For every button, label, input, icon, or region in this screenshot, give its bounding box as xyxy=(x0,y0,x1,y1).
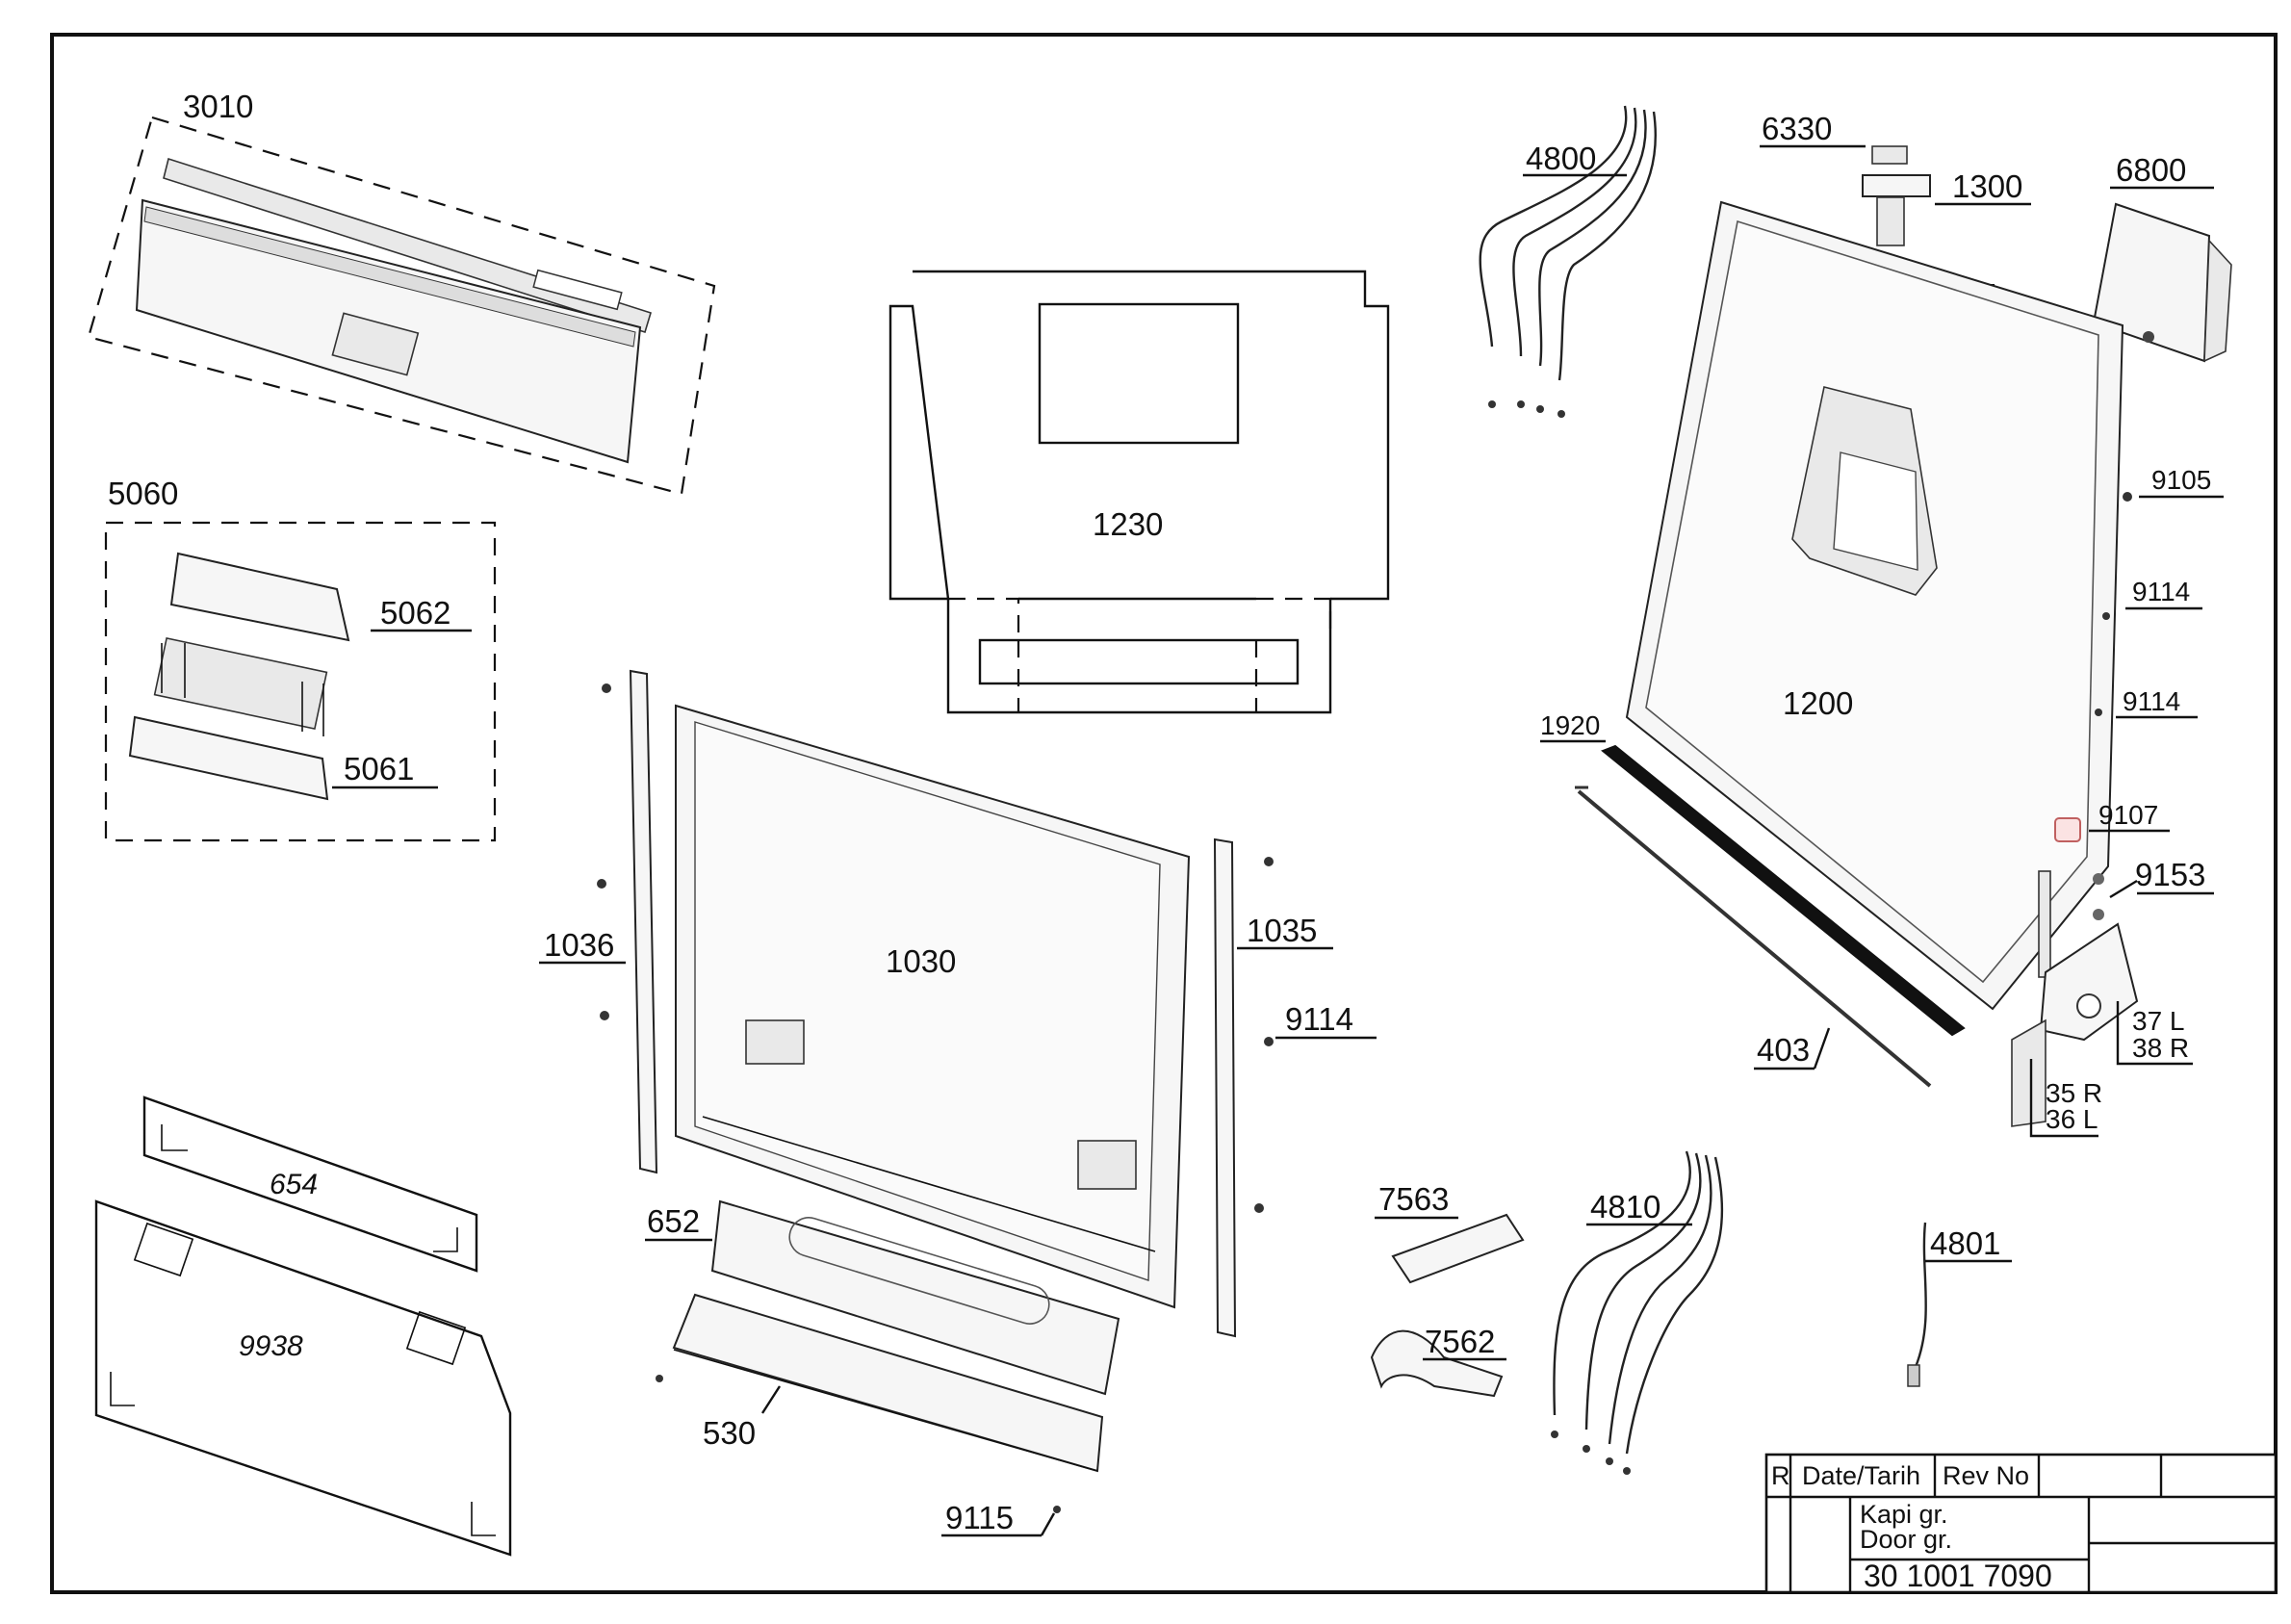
label-1300: 1300 xyxy=(1952,168,2022,204)
part-1036-left-strip xyxy=(597,669,658,1174)
label-9938: 9938 xyxy=(239,1330,303,1362)
part-hinge-assembly xyxy=(2011,870,2139,1127)
label-6330: 6330 xyxy=(1762,111,1832,146)
part-4801-wire xyxy=(1907,1222,1927,1387)
label-1230: 1230 xyxy=(1093,506,1163,542)
title-col-rev: Rev No xyxy=(1943,1461,2029,1490)
label-3010: 3010 xyxy=(183,89,253,124)
label-4810: 4810 xyxy=(1590,1189,1660,1224)
label-35r: 35 R xyxy=(2046,1078,2102,1108)
title-col-r: R xyxy=(1771,1461,1790,1490)
label-38r: 38 R xyxy=(2132,1033,2189,1063)
title-name-tr: Kapi gr. xyxy=(1860,1500,1948,1529)
part-5060-group xyxy=(104,521,497,842)
label-5062: 5062 xyxy=(380,595,450,631)
part-1920-gasket xyxy=(1601,744,1966,1037)
label-7562: 7562 xyxy=(1425,1324,1495,1359)
label-5061: 5061 xyxy=(344,751,414,786)
title-block xyxy=(1764,1453,2278,1594)
title-name-en: Door gr. xyxy=(1860,1525,1952,1554)
part-1300-lock xyxy=(1862,174,1931,246)
label-9114-b: 9114 xyxy=(2132,577,2190,606)
part-4800-wiring xyxy=(1479,105,1657,418)
part-7563-bracket xyxy=(1391,1213,1525,1284)
label-5060: 5060 xyxy=(108,476,178,511)
part-1030-inner-door xyxy=(675,704,1191,1309)
part-7562-clip xyxy=(1370,1329,1504,1398)
label-1920: 1920 xyxy=(1540,710,1600,740)
title-col-date: Date/Tarih xyxy=(1802,1461,1920,1490)
label-654: 654 xyxy=(270,1169,318,1200)
part-1200-outer-door xyxy=(1625,200,2124,1011)
part-6330-switch xyxy=(1871,145,1908,165)
label-1035: 1035 xyxy=(1247,913,1317,948)
label-1036: 1036 xyxy=(544,927,614,963)
label-530: 530 xyxy=(703,1415,756,1451)
label-4800: 4800 xyxy=(1526,141,1596,176)
label-9114-a: 9114 xyxy=(1285,1001,1353,1037)
title-drawing-no: 30 1001 7090 xyxy=(1864,1559,2052,1593)
label-37l: 37 L xyxy=(2132,1006,2185,1036)
label-652: 652 xyxy=(647,1203,700,1239)
label-9153: 9153 xyxy=(2135,857,2205,892)
label-7563: 7563 xyxy=(1378,1181,1449,1217)
label-6800: 6800 xyxy=(2116,152,2186,188)
drawing-frame xyxy=(50,33,2278,1594)
label-9105-b: 9105 xyxy=(2151,465,2211,495)
label-9115: 9115 xyxy=(945,1500,1014,1535)
part-652-handle-cover xyxy=(710,1199,1120,1396)
label-1200: 1200 xyxy=(1783,685,1853,721)
label-4801: 4801 xyxy=(1930,1225,2000,1261)
part-654-panel xyxy=(142,1096,478,1273)
label-36l: 36 L xyxy=(2046,1104,2098,1134)
label-1030: 1030 xyxy=(886,943,956,979)
part-1230-insulation xyxy=(888,270,1390,714)
part-1035-right-strip xyxy=(1213,838,1274,1338)
part-3010-control-panel xyxy=(87,116,716,496)
label-403: 403 xyxy=(1757,1032,1810,1068)
part-403-rod xyxy=(1575,786,1932,1088)
part-6800-dispenser xyxy=(2092,202,2232,363)
part-4810-wiring xyxy=(1551,1150,1723,1475)
label-9114-c: 9114 xyxy=(2123,686,2180,716)
label-9107: 9107 xyxy=(2098,800,2158,830)
part-9938-panel xyxy=(94,1199,512,1557)
part-530-bottom-rail xyxy=(656,1293,1104,1513)
